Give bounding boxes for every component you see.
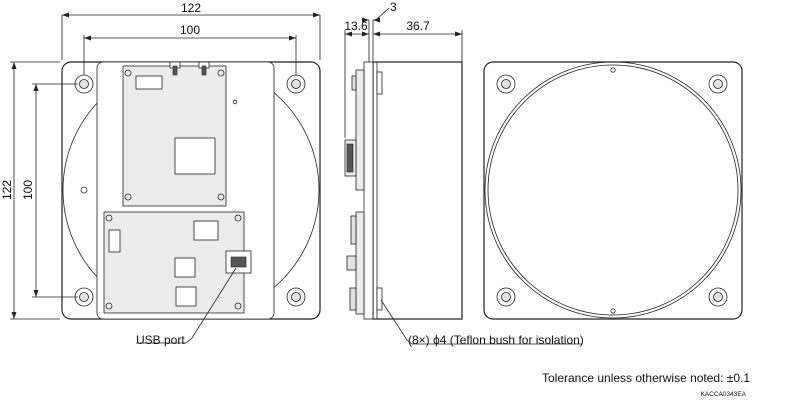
dim-front-height-holes: 100 — [21, 180, 35, 200]
dim-side-body-depth: 36.7 — [406, 19, 430, 33]
mount-hole-callout: (8×) ϕ4 (Teflon bush for isolation) — [408, 333, 584, 347]
front-view: 122 100 122 100 USB port — [0, 1, 321, 347]
side-flange — [363, 61, 374, 320]
dim-front-height-outer: 122 — [0, 180, 14, 200]
upper-circuit-board — [122, 61, 238, 207]
lens-ring-outer — [484, 61, 742, 319]
tolerance-note: Tolerance unless otherwise noted: ±0.1 — [542, 371, 750, 385]
dim-front-width-outer: 122 — [181, 1, 201, 15]
front-corner-holes — [74, 74, 306, 307]
dim-front-width-holes: 100 — [180, 23, 200, 37]
lower-circuit-board — [103, 211, 252, 314]
side-body — [372, 61, 463, 320]
dim-side-front-depth: 13.6 — [344, 19, 368, 33]
usb-port-callout: USB port — [136, 333, 185, 347]
dim-side-flange: 3 — [390, 0, 397, 14]
drawing-code: KACCA0343EA — [700, 391, 746, 398]
lens-view — [483, 61, 743, 320]
side-view: 13.6 3 36.7 (8×) ϕ4 (Teflon bush for iso… — [344, 0, 583, 347]
lens-ring-inner — [487, 64, 739, 316]
lens-corner-holes — [496, 67, 728, 314]
